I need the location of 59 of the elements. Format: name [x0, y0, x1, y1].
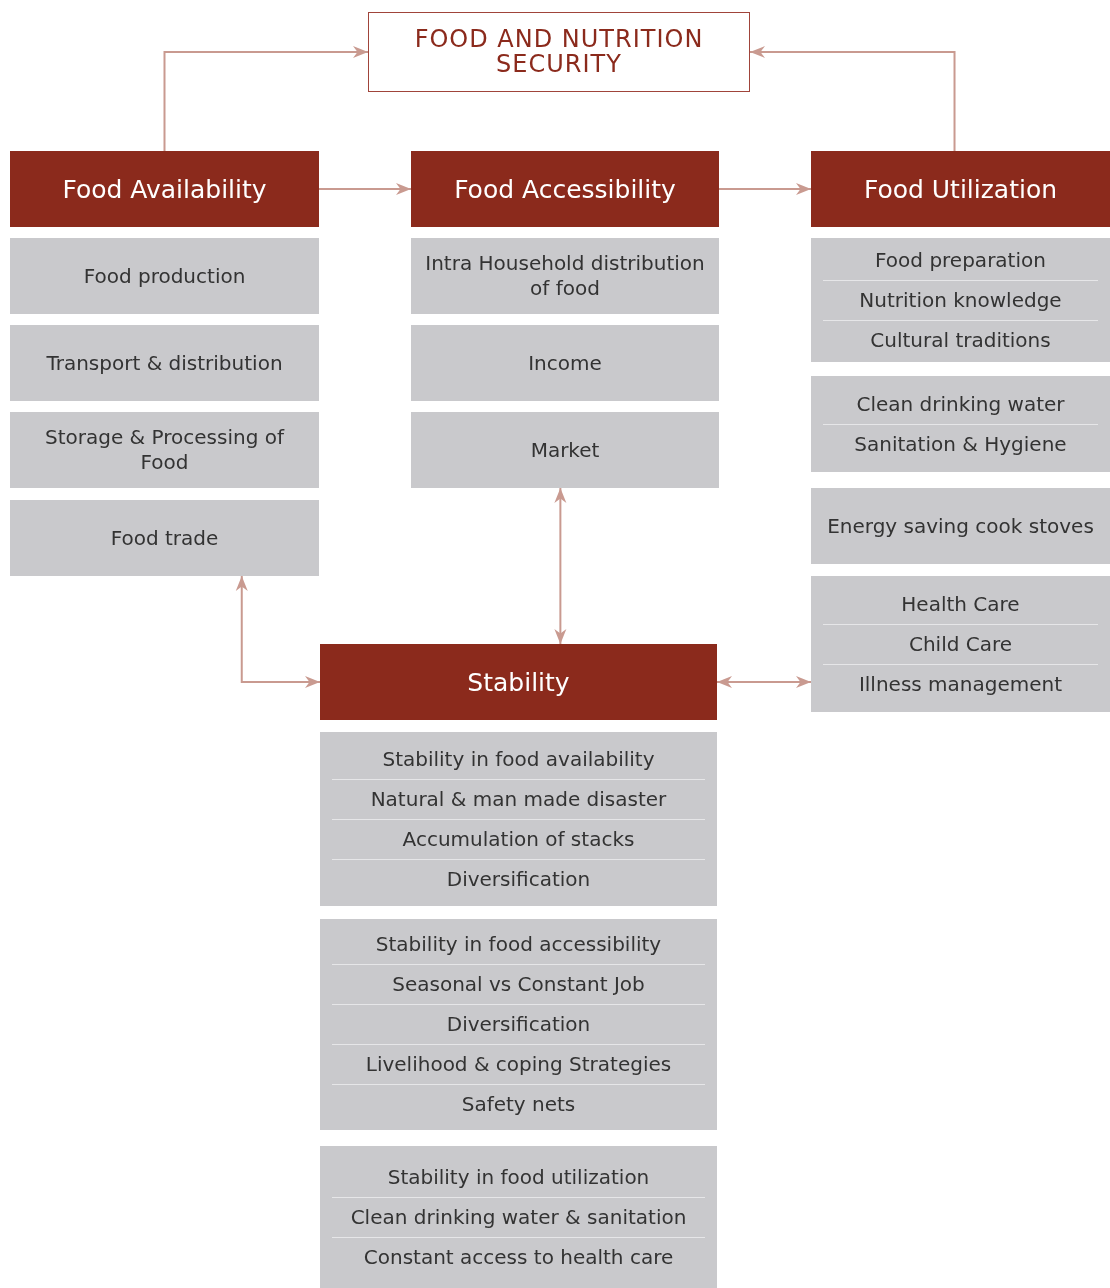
title-text: FOOD AND NUTRITION SECURITY	[413, 24, 705, 80]
factor-box	[320, 919, 717, 1130]
factor-box	[320, 1146, 717, 1288]
factor-label: Food trade	[109, 524, 220, 552]
factor-label: Clean drinking water	[855, 390, 1066, 418]
factor-box	[10, 412, 319, 488]
factor-label: Intra Household distribution of food	[424, 250, 706, 302]
arrow	[163, 46, 369, 152]
factor-box	[10, 500, 319, 576]
factor-label: Seasonal vs Constant Job	[332, 964, 705, 1004]
factor-box	[10, 238, 319, 314]
title-box	[368, 12, 750, 92]
factor-box	[811, 376, 1110, 472]
factor-label: Storage & Processing of Food	[44, 424, 286, 476]
factor-label: Diversification	[332, 858, 705, 899]
category-box	[411, 151, 719, 227]
factor-label: Sanitation & Hygiene	[823, 423, 1098, 464]
factor-label: Constant access to health care	[332, 1236, 705, 1277]
factor-box	[320, 732, 717, 906]
factor-label: Health Care	[900, 590, 1021, 618]
category-label: Food Accessibility	[453, 173, 677, 206]
category-label: Stability	[466, 666, 571, 699]
factor-label: Illness management	[823, 663, 1098, 704]
factor-label: Stability in food availability	[381, 745, 656, 773]
category-label: Food Availability	[61, 173, 268, 206]
factor-label: Food production	[82, 262, 247, 290]
factor-label: Natural & man made disaster	[332, 778, 705, 819]
factor-label: Income	[527, 349, 603, 377]
factor-box	[811, 576, 1110, 712]
factor-box	[411, 238, 719, 314]
factor-box	[10, 325, 319, 401]
factor-label: Stability in food accessibility	[374, 931, 663, 958]
category-box	[811, 151, 1110, 227]
factor-label: Energy saving cook stoves	[826, 512, 1095, 540]
factor-label: Cultural traditions	[823, 319, 1098, 360]
factor-label: Nutrition knowledge	[823, 279, 1098, 320]
factor-label: Stability in food utilization	[386, 1163, 651, 1191]
factor-label: Transport & distribution	[45, 349, 284, 377]
factor-label: Child Care	[823, 623, 1098, 664]
arrow	[749, 46, 956, 152]
factor-label: Market	[529, 436, 601, 464]
factor-box	[411, 325, 719, 401]
category-label: Food Utilization	[862, 173, 1059, 206]
double-arrow	[554, 487, 567, 645]
category-box	[320, 644, 717, 720]
factor-label: Accumulation of stacks	[332, 818, 705, 859]
double-arrow	[235, 575, 321, 688]
factor-box	[411, 412, 719, 488]
factor-box	[811, 238, 1110, 362]
double-arrow	[716, 676, 812, 688]
category-box	[10, 151, 319, 227]
factor-label: Safety nets	[332, 1084, 705, 1124]
factor-label: Food preparation	[874, 246, 1047, 274]
factor-label: Livelihood & coping Strategies	[332, 1044, 705, 1084]
factor-label: Clean drinking water & sanitation	[332, 1196, 705, 1237]
arrow	[718, 183, 812, 195]
arrow	[318, 183, 412, 195]
factor-label: Diversification	[332, 1004, 705, 1044]
factor-box	[811, 488, 1110, 564]
